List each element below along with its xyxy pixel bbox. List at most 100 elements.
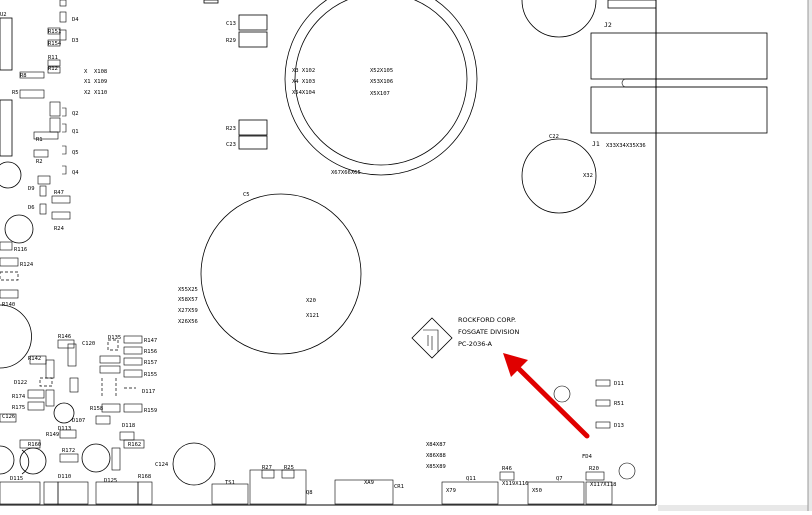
left-bottom-caps <box>0 445 30 475</box>
ref-d9: D9 <box>28 186 35 192</box>
ref-d13: D13 <box>614 423 624 429</box>
block-xa9 <box>334 479 394 505</box>
ref-d125: D125 <box>104 478 117 484</box>
ref-u2: U2 <box>0 12 7 18</box>
ref-c5: C5 <box>243 192 250 198</box>
ref-r154: R154 <box>48 41 62 47</box>
ref-r162: R162 <box>128 442 141 448</box>
resistor-r29 <box>238 31 268 48</box>
ref-d11: D11 <box>614 381 624 387</box>
transistor-q111 <box>45 359 55 379</box>
via-x1: X1 <box>84 79 91 85</box>
ref-r160: R160 <box>28 442 41 448</box>
block-x50 <box>527 481 585 505</box>
diode-d105-outline <box>0 271 19 281</box>
ref-r158: R158 <box>90 406 103 412</box>
diode-d118 <box>119 431 135 441</box>
ref-ts1: TS1 <box>225 480 235 486</box>
resistor-r155 <box>123 369 143 378</box>
resistor-r159b <box>99 365 121 374</box>
via-x2: X2 <box>84 90 91 96</box>
block-r153 <box>43 481 59 505</box>
via-x5x107: X5X107 <box>370 91 390 97</box>
resistor-r20 <box>585 471 605 481</box>
red-arrow-icon <box>503 353 590 439</box>
via-x4x103: X4 X103 <box>292 79 315 85</box>
diode-d107 <box>95 415 111 425</box>
ref-r146: R146 <box>58 334 71 340</box>
label-j2: J2 <box>604 21 612 29</box>
ref-r140: R140 <box>2 302 15 308</box>
resistor-r175 <box>27 401 45 411</box>
ref-r147: R147 <box>144 338 157 344</box>
top-small-pad <box>203 0 219 4</box>
connector-j2-gap <box>626 78 767 88</box>
ref-r47: R47 <box>54 190 64 196</box>
resistor-r154 <box>47 39 61 47</box>
ref-r116: R116 <box>14 247 27 253</box>
ref-d117: D117 <box>142 389 155 395</box>
capacitor-c124 <box>172 442 216 486</box>
ref-c23: C23 <box>226 142 236 148</box>
via-x: X <box>84 69 88 75</box>
resistor-r1 <box>33 131 59 140</box>
ref-d118: D118 <box>122 423 135 429</box>
ref-q8: Q8 <box>306 490 313 496</box>
diode-d9 <box>39 185 47 197</box>
resistor-r159 <box>123 403 143 413</box>
block-q110 <box>57 481 89 505</box>
ref-r175: R175 <box>12 405 25 411</box>
via-x58x57: X58X57 <box>178 297 198 303</box>
resistor-r27 <box>261 469 275 479</box>
ref-d3: D3 <box>72 38 79 44</box>
via-x108: X108 <box>94 69 107 75</box>
ref-r29: R29 <box>226 38 236 44</box>
capacitor-mid-left <box>81 443 111 473</box>
ref-r25: R25 <box>284 465 294 471</box>
resistor-r12 <box>47 66 61 74</box>
resistor-r151 <box>47 27 61 35</box>
via-x117x118: X117X118 <box>590 482 617 488</box>
transistor-q113-body <box>53 402 75 424</box>
diode-d6 <box>39 203 47 215</box>
resistor-r157 <box>123 357 143 366</box>
ref-r142: R142 <box>28 356 41 362</box>
ref-r20: R20 <box>589 466 599 472</box>
diode-d13 <box>595 421 611 429</box>
board-part-number: PC-2036-A <box>458 340 493 348</box>
via-x3x102: X3 X102 <box>292 68 315 74</box>
diode-d3-body <box>59 29 67 41</box>
connector-j2-notch <box>621 78 627 88</box>
diode-d122 <box>39 377 53 387</box>
capacitor-c13 <box>238 14 268 31</box>
via-x53x106: X53X106 <box>370 79 393 85</box>
diode-d11 <box>595 379 611 387</box>
resistor-r46 <box>499 471 515 481</box>
transistors-q-left <box>62 107 67 175</box>
capacitor-c23 <box>238 135 268 150</box>
block-r27-r25 <box>249 469 307 505</box>
ref-d135: D135 <box>108 335 121 341</box>
capacitor-r163 <box>19 447 47 475</box>
resistor-r124-body <box>0 257 19 267</box>
via-x32: X32 <box>583 173 593 179</box>
via-x67x66x65: X67X66X65 <box>331 170 361 176</box>
ref-r11: R11 <box>48 55 58 61</box>
ref-d113: D113 <box>58 426 71 432</box>
via-x33-x36: X33X34X35X36 <box>606 143 646 149</box>
resistor-r174 <box>27 389 45 399</box>
ref-c13: C13 <box>226 21 236 27</box>
resistor-r47 <box>51 195 71 204</box>
via-x79: X79 <box>446 488 456 494</box>
resistor-r176 <box>111 447 121 471</box>
via-x54x104: X54X104 <box>292 90 316 96</box>
via-x110: X110 <box>94 90 107 96</box>
via-x26x56: X26X56 <box>178 319 198 325</box>
rockford-logo-icon <box>411 317 453 359</box>
ref-q1: Q1 <box>72 129 79 135</box>
block-q115 <box>0 481 41 505</box>
resistor-r11 <box>47 59 61 67</box>
resistor-r116-body <box>0 241 13 251</box>
ref-c22: C22 <box>549 134 559 140</box>
